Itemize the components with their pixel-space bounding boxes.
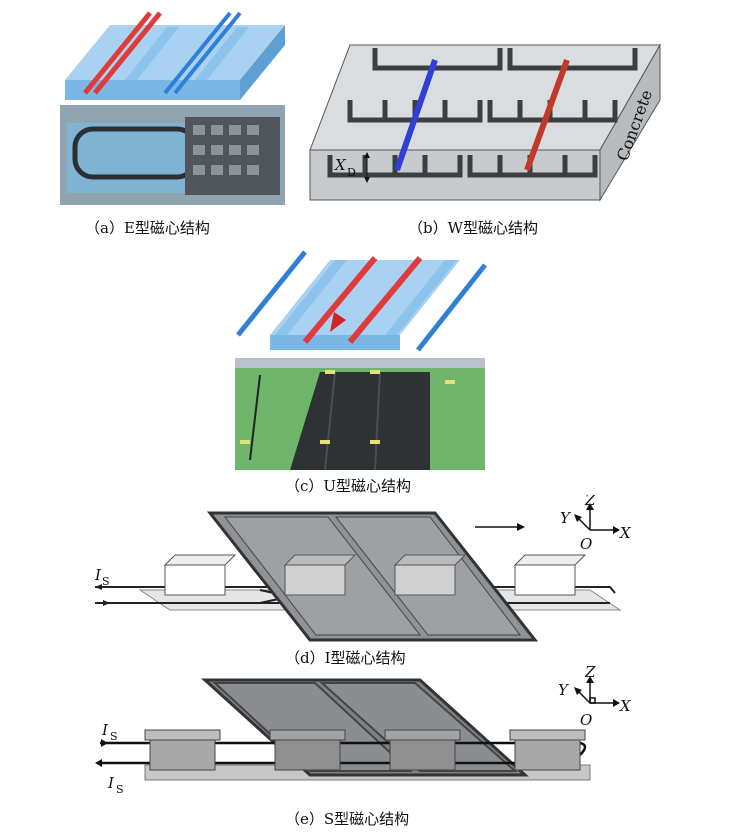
- svg-text:Y: Y: [558, 681, 570, 699]
- is-label: I S: [94, 566, 110, 588]
- red-cable: [83, 11, 162, 95]
- svg-text:S: S: [102, 575, 110, 588]
- svg-text:Z: Z: [584, 665, 596, 681]
- e-core-channel: [65, 25, 285, 100]
- svg-text:I: I: [107, 774, 115, 792]
- blue-cable: [394, 59, 438, 171]
- is-label-top: I S: [101, 721, 118, 743]
- svg-text:I: I: [94, 566, 102, 584]
- panel-e: I S I S Z Y X O: [90, 665, 740, 805]
- caption-a: （a）E型磁心结构: [85, 219, 210, 237]
- svg-text:O: O: [580, 535, 592, 553]
- panel-b: X D Concrete: [305, 40, 665, 205]
- panel-b-figure: X D Concrete: [309, 43, 661, 202]
- svg-text:S: S: [110, 730, 118, 743]
- i-core: [163, 554, 587, 596]
- svg-text:Y: Y: [560, 509, 572, 527]
- svg-text:X: X: [619, 697, 632, 715]
- svg-text:X: X: [334, 156, 347, 174]
- svg-text:Z: Z: [584, 495, 596, 509]
- caption-c: （c）U型磁心结构: [285, 477, 412, 495]
- red-cable: [524, 58, 570, 172]
- caption-d: （d）I型磁心结构: [285, 649, 406, 667]
- panel-a: [55, 5, 290, 205]
- axis-icon: [576, 680, 615, 704]
- caption-e: （e）S型磁心结构: [285, 810, 410, 828]
- panel-c: [230, 250, 490, 470]
- blue-cable: [163, 11, 242, 95]
- svg-text:O: O: [580, 711, 592, 729]
- e-core-photo: [60, 105, 285, 205]
- receiver-plate: [206, 511, 539, 642]
- svg-text:I: I: [101, 721, 109, 739]
- panel-e-figure: I S I S Z Y X O: [95, 665, 632, 796]
- axis-icon: [576, 507, 615, 531]
- xd-dimension: X D: [334, 152, 370, 183]
- is-label-bottom: I S: [107, 774, 124, 796]
- svg-text:D: D: [347, 166, 356, 179]
- blue-cable: [236, 250, 487, 352]
- svg-text:S: S: [116, 783, 124, 796]
- s-core: [144, 729, 586, 771]
- receiver-plate: [201, 678, 529, 777]
- u-core-channel: [270, 260, 460, 350]
- red-cable: [302, 256, 423, 344]
- u-core-photo: [235, 358, 485, 470]
- panel-c-figure: [235, 250, 487, 470]
- direction-arrow: [475, 523, 525, 531]
- panel-d: I S Z Y X O: [90, 495, 740, 645]
- caption-b: （b）W型磁心结构: [408, 219, 539, 237]
- svg-text:X: X: [619, 524, 632, 542]
- panel-a-figure: [60, 11, 285, 205]
- panel-d-figure: I S Z Y X O: [94, 495, 632, 642]
